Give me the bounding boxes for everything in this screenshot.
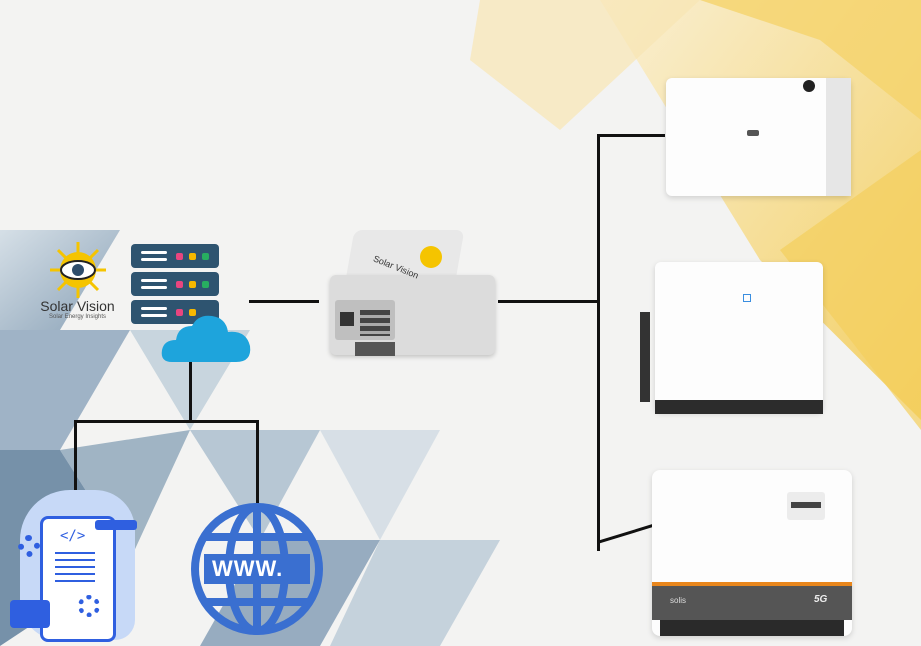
model-logo: 5G	[814, 594, 828, 605]
inverter-display	[787, 492, 825, 520]
solar-vision-logo: Solar Vision Solar Energy Insights	[30, 240, 125, 330]
gateway-logo	[420, 246, 442, 268]
app-development-icon: </>	[10, 490, 140, 642]
globe-www-icon: WWW.	[190, 502, 324, 636]
inverter-huawei	[666, 78, 851, 196]
inverter-logo	[803, 80, 815, 92]
connector-horizontal	[74, 420, 259, 423]
connector-app	[74, 420, 77, 510]
connector-inverter-1	[597, 134, 665, 137]
connector-web	[256, 420, 259, 505]
connector-gateway-bus	[498, 300, 599, 303]
solis-logo: solis	[670, 596, 687, 605]
inverter-sungrow	[640, 262, 823, 414]
sun-eye-icon	[49, 242, 106, 298]
connector-server-gateway	[249, 300, 319, 303]
cloud-icon	[161, 315, 251, 362]
brand-name: Solar Vision	[40, 298, 115, 314]
connector-bus-vertical	[597, 134, 600, 551]
gateway-device: Solar Vision	[330, 230, 495, 360]
inverter-solis: solis 5G	[652, 470, 852, 636]
www-text: WWW.	[212, 556, 284, 581]
connector-cloud-down	[189, 360, 192, 422]
brand-tagline: Solar Energy Insights	[48, 314, 107, 320]
